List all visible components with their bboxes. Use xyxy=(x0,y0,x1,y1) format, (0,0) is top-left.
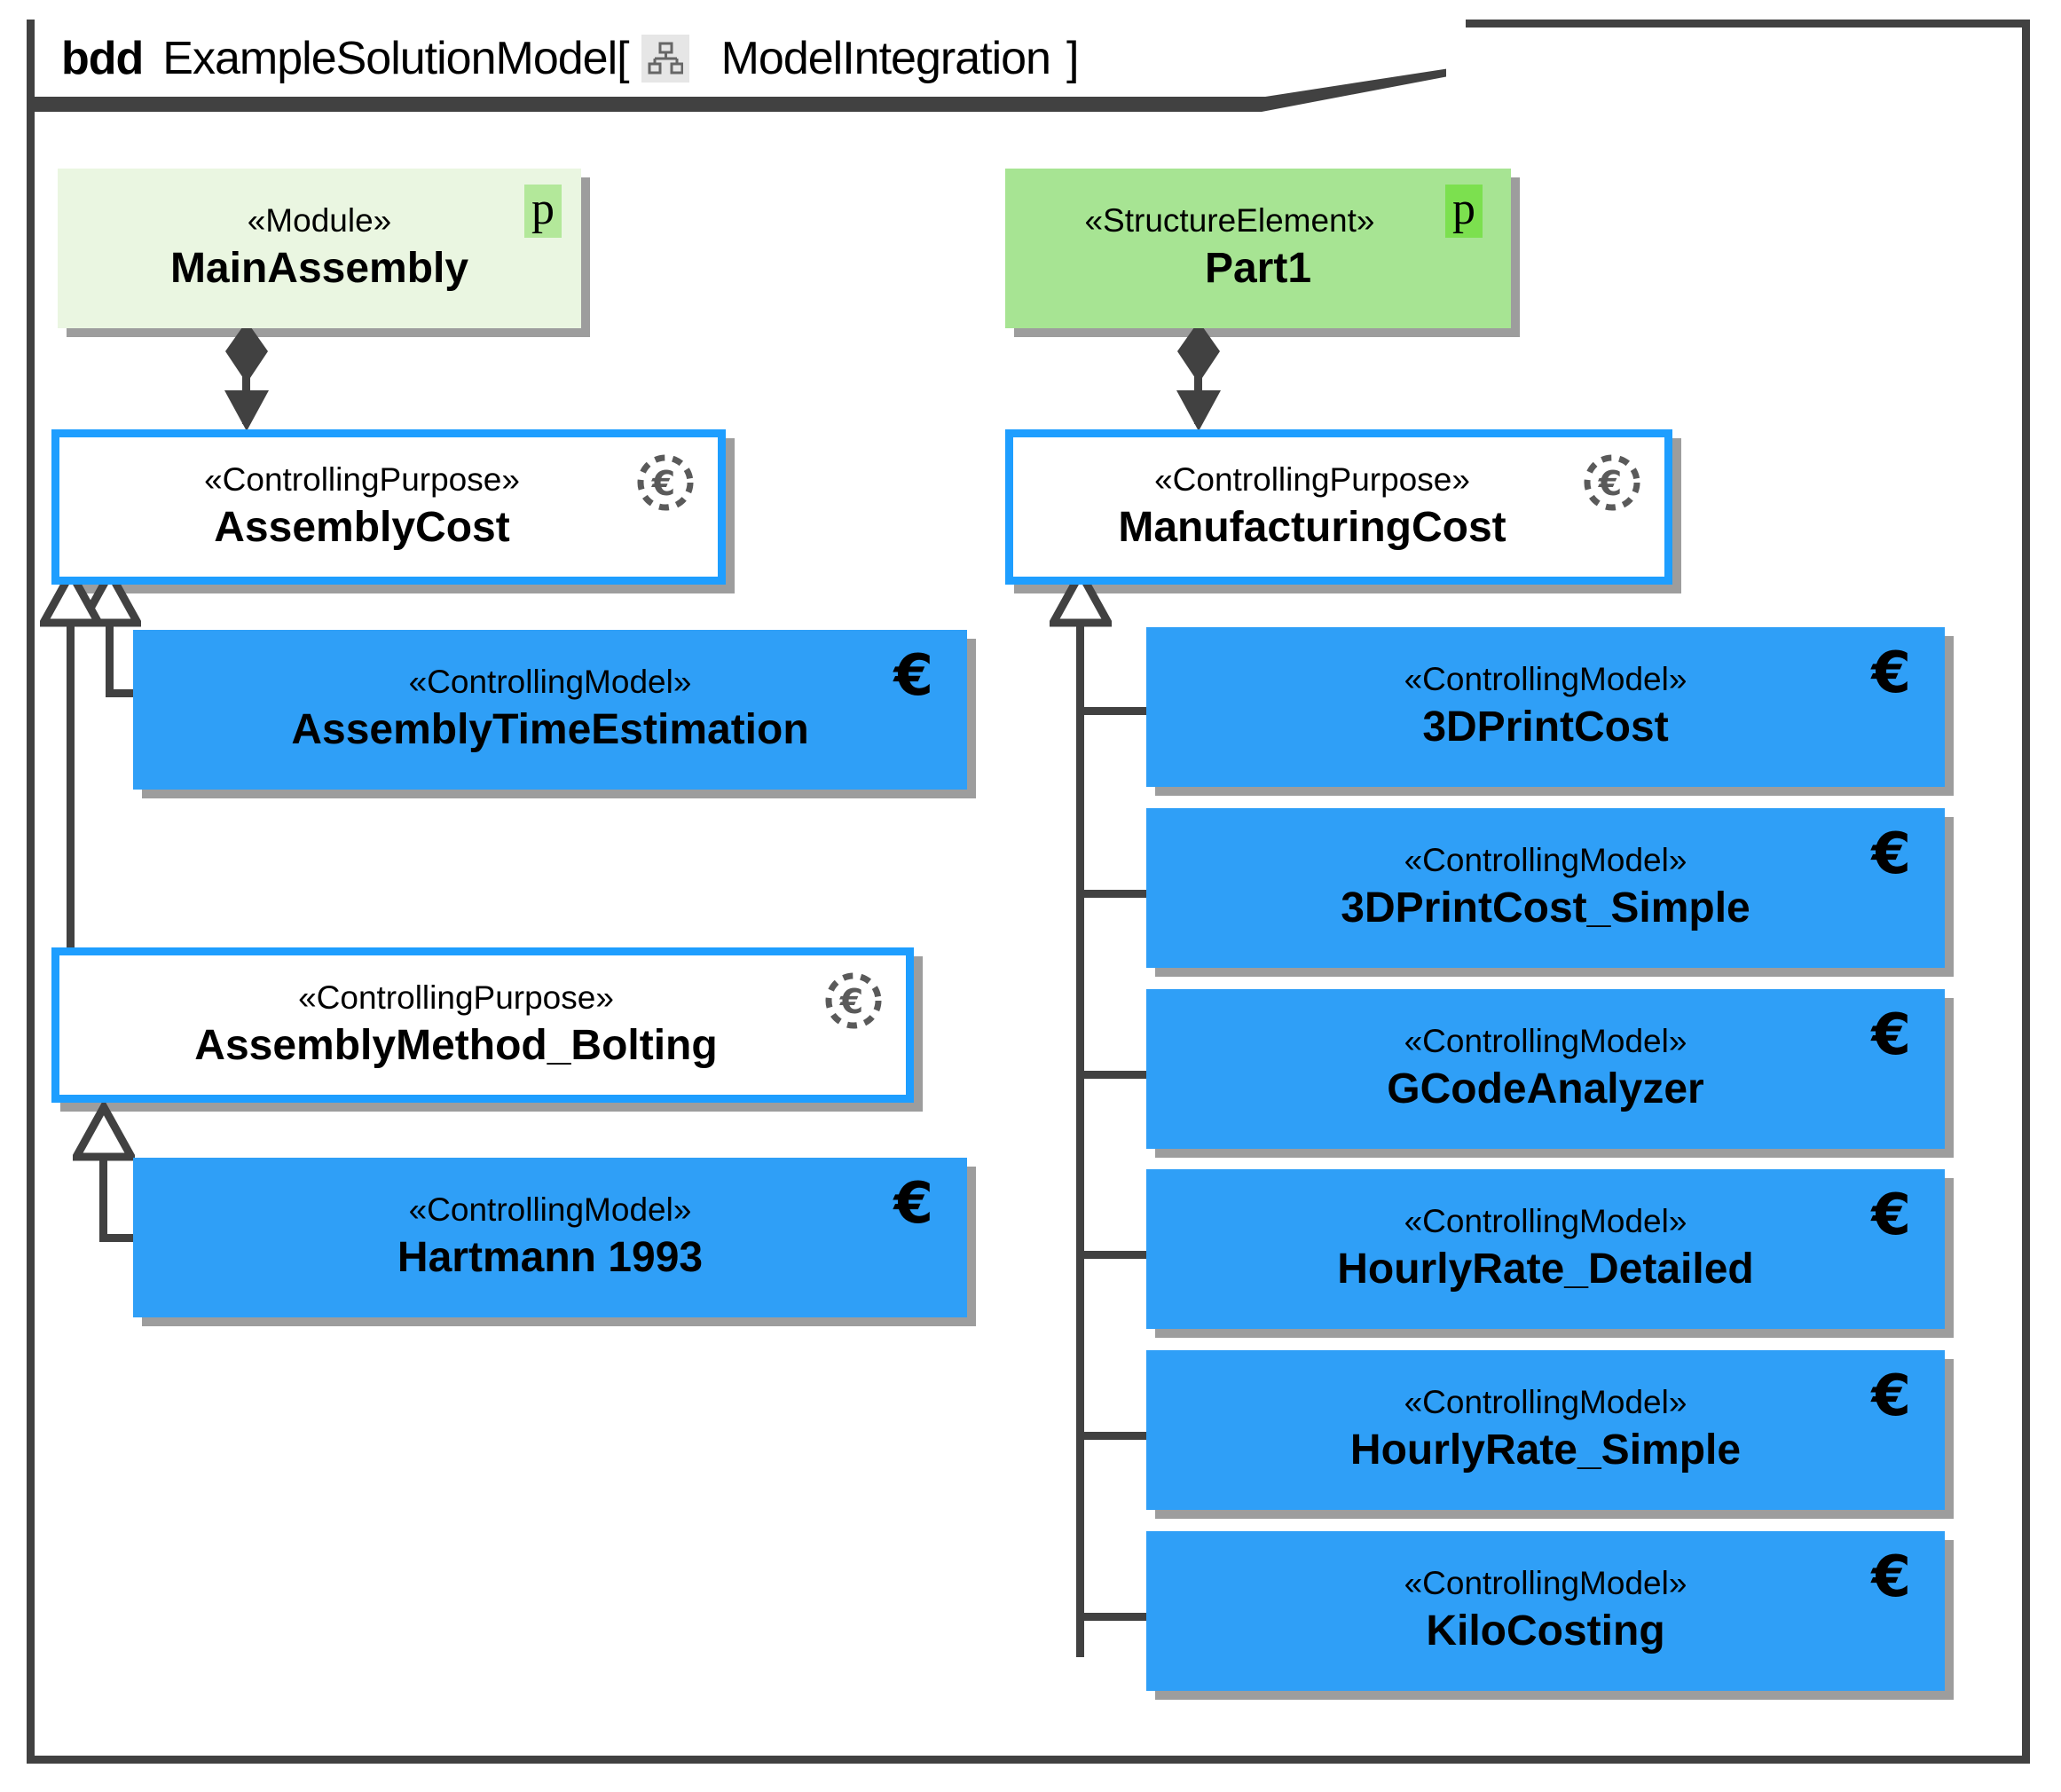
generalization-branch-hourlyratesimple xyxy=(1076,1432,1187,1440)
block-stereotype: «StructureElement» xyxy=(1084,202,1375,240)
block-name: AssemblyTimeEstimation xyxy=(291,706,809,754)
block-name: AssemblyMethod_Bolting xyxy=(194,1021,718,1069)
frame-tail-label: ] xyxy=(1066,32,1079,84)
block-body: «ControllingModel» AssemblyTimeEstimatio… xyxy=(133,630,967,790)
block-name: 3DPrintCost xyxy=(1422,703,1669,751)
generalization-branch-kilocosting xyxy=(1076,1613,1187,1621)
generalization-branch-gcodeanalyzer xyxy=(1076,1071,1187,1079)
euro-dashed-circle-icon: € xyxy=(1584,454,1640,511)
generalization-trunk-manufacturingcost xyxy=(1076,621,1084,1657)
block-name: Hartmann 1993 xyxy=(397,1234,704,1282)
block-body: «ControllingModel» HourlyRate_Detailed xyxy=(1146,1169,1945,1329)
block-name: KiloCosting xyxy=(1426,1607,1665,1655)
euro-icon: € xyxy=(893,1171,933,1237)
block-body: «ControllingPurpose» AssemblyCost xyxy=(51,429,726,585)
generalization-line-bolting-v xyxy=(67,621,75,949)
block-manufacturingcost[interactable]: «ControllingPurpose» ManufacturingCost € xyxy=(1005,429,1681,593)
frame-scope-label: ModelIntegration xyxy=(720,32,1051,84)
euro-icon: € xyxy=(1871,1364,1911,1429)
composition-diamond-part1 xyxy=(1177,321,1220,383)
block-3dprintcost[interactable]: «ControllingModel» 3DPrintCost € xyxy=(1146,627,1954,796)
euro-icon: € xyxy=(1871,821,1911,887)
block-name: Part1 xyxy=(1204,245,1312,293)
block-stereotype: «ControllingModel» xyxy=(1404,1023,1687,1060)
block-name: 3DPrintCost_Simple xyxy=(1341,884,1750,932)
block-body: «ControllingPurpose» ManufacturingCost xyxy=(1005,429,1672,585)
generalization-branch-hourlyratedetailed xyxy=(1076,1251,1187,1259)
generalization-arrowhead-hartmann xyxy=(73,1102,135,1161)
svg-text:€: € xyxy=(1598,464,1622,503)
generalization-line-assemblytime-v xyxy=(106,621,114,697)
block-part1[interactable]: «StructureElement» Part1 p xyxy=(1005,169,1520,337)
block-body: «ControllingModel» 3DPrintCost_Simple xyxy=(1146,808,1945,968)
block-3dprintcost-simple[interactable]: «ControllingModel» 3DPrintCost_Simple € xyxy=(1146,808,1954,977)
block-stereotype: «ControllingModel» xyxy=(1404,1565,1687,1602)
block-stereotype: «Module» xyxy=(247,202,392,240)
generalization-arrowhead-assemblytime xyxy=(79,568,141,627)
block-assemblymethod-bolting[interactable]: «ControllingPurpose» AssemblyMethod_Bolt… xyxy=(51,947,923,1112)
block-stereotype: «ControllingPurpose» xyxy=(204,460,520,498)
block-stereotype: «ControllingModel» xyxy=(1404,842,1687,879)
block-body: «ControllingPurpose» AssemblyMethod_Bolt… xyxy=(51,947,914,1103)
block-stereotype: «ControllingModel» xyxy=(408,664,692,701)
generalization-branch-printcost xyxy=(1076,707,1187,715)
block-kilocosting[interactable]: «ControllingModel» KiloCosting € xyxy=(1146,1531,1954,1700)
block-hourlyrate-simple[interactable]: «ControllingModel» HourlyRate_Simple € xyxy=(1146,1350,1954,1519)
block-name: HourlyRate_Simple xyxy=(1349,1427,1742,1474)
block-stereotype: «ControllingPurpose» xyxy=(298,979,614,1016)
model-hierarchy-icon xyxy=(641,34,689,83)
svg-text:€: € xyxy=(651,464,675,503)
euro-icon: € xyxy=(1871,1002,1911,1068)
block-body: «ControllingModel» KiloCosting xyxy=(1146,1531,1945,1691)
block-stereotype: «ControllingModel» xyxy=(1404,661,1687,698)
block-name: HourlyRate_Detailed xyxy=(1337,1246,1754,1293)
block-hartmann-1993[interactable]: «ControllingModel» Hartmann 1993 € xyxy=(133,1158,976,1326)
euro-dashed-circle-icon: € xyxy=(637,454,694,511)
block-stereotype: «ControllingPurpose» xyxy=(1154,460,1470,498)
block-body: «ControllingModel» 3DPrintCost xyxy=(1146,627,1945,787)
block-assemblytimeestimation[interactable]: «ControllingModel» AssemblyTimeEstimatio… xyxy=(133,630,976,798)
euro-icon: € xyxy=(1871,1544,1911,1610)
block-name: GCodeAnalyzer xyxy=(1387,1065,1704,1113)
frame-header: bdd ExampleSolutionModel[ ModelIntegrati… xyxy=(35,20,1466,97)
composition-arrowhead-part1 xyxy=(1176,390,1221,431)
parameter-badge-icon: p xyxy=(524,185,562,238)
block-gcodeanalyzer[interactable]: «ControllingModel» GCodeAnalyzer € xyxy=(1146,989,1954,1158)
block-assemblycost[interactable]: «ControllingPurpose» AssemblyCost € xyxy=(51,429,735,593)
generalization-line-hartmann-v xyxy=(99,1153,107,1242)
block-body: «ControllingModel» Hartmann 1993 xyxy=(133,1158,967,1317)
frame-name-label: ExampleSolutionModel[ xyxy=(162,32,629,84)
composition-arrowhead-mainassembly xyxy=(224,390,269,431)
generalization-arrowhead-bolting xyxy=(40,568,102,627)
euro-icon: € xyxy=(1871,1183,1911,1248)
euro-dashed-circle-icon: € xyxy=(825,972,882,1029)
parameter-badge-icon: p xyxy=(1445,185,1483,238)
block-name: ManufacturingCost xyxy=(1118,503,1506,551)
generalization-arrowhead-manufacturingcost xyxy=(1050,568,1112,627)
block-stereotype: «ControllingModel» xyxy=(408,1191,692,1229)
generalization-branch-printcostsimple xyxy=(1076,890,1187,898)
block-body: «ControllingModel» HourlyRate_Simple xyxy=(1146,1350,1945,1510)
block-stereotype: «ControllingModel» xyxy=(1404,1384,1687,1421)
block-stereotype: «ControllingModel» xyxy=(1404,1203,1687,1240)
block-name: AssemblyCost xyxy=(214,503,510,551)
frame-kind-label: bdd xyxy=(61,32,144,84)
block-body: «Module» MainAssembly xyxy=(58,169,581,328)
block-name: MainAssembly xyxy=(169,245,469,293)
svg-text:€: € xyxy=(839,982,863,1021)
euro-icon: € xyxy=(893,643,933,709)
block-body: «StructureElement» Part1 xyxy=(1005,169,1511,328)
euro-icon: € xyxy=(1871,641,1911,706)
block-hourlyrate-detailed[interactable]: «ControllingModel» HourlyRate_Detailed € xyxy=(1146,1169,1954,1338)
block-body: «ControllingModel» GCodeAnalyzer xyxy=(1146,989,1945,1149)
composition-diamond-mainassembly xyxy=(225,321,268,383)
block-mainassembly[interactable]: «Module» MainAssembly p xyxy=(58,169,590,337)
